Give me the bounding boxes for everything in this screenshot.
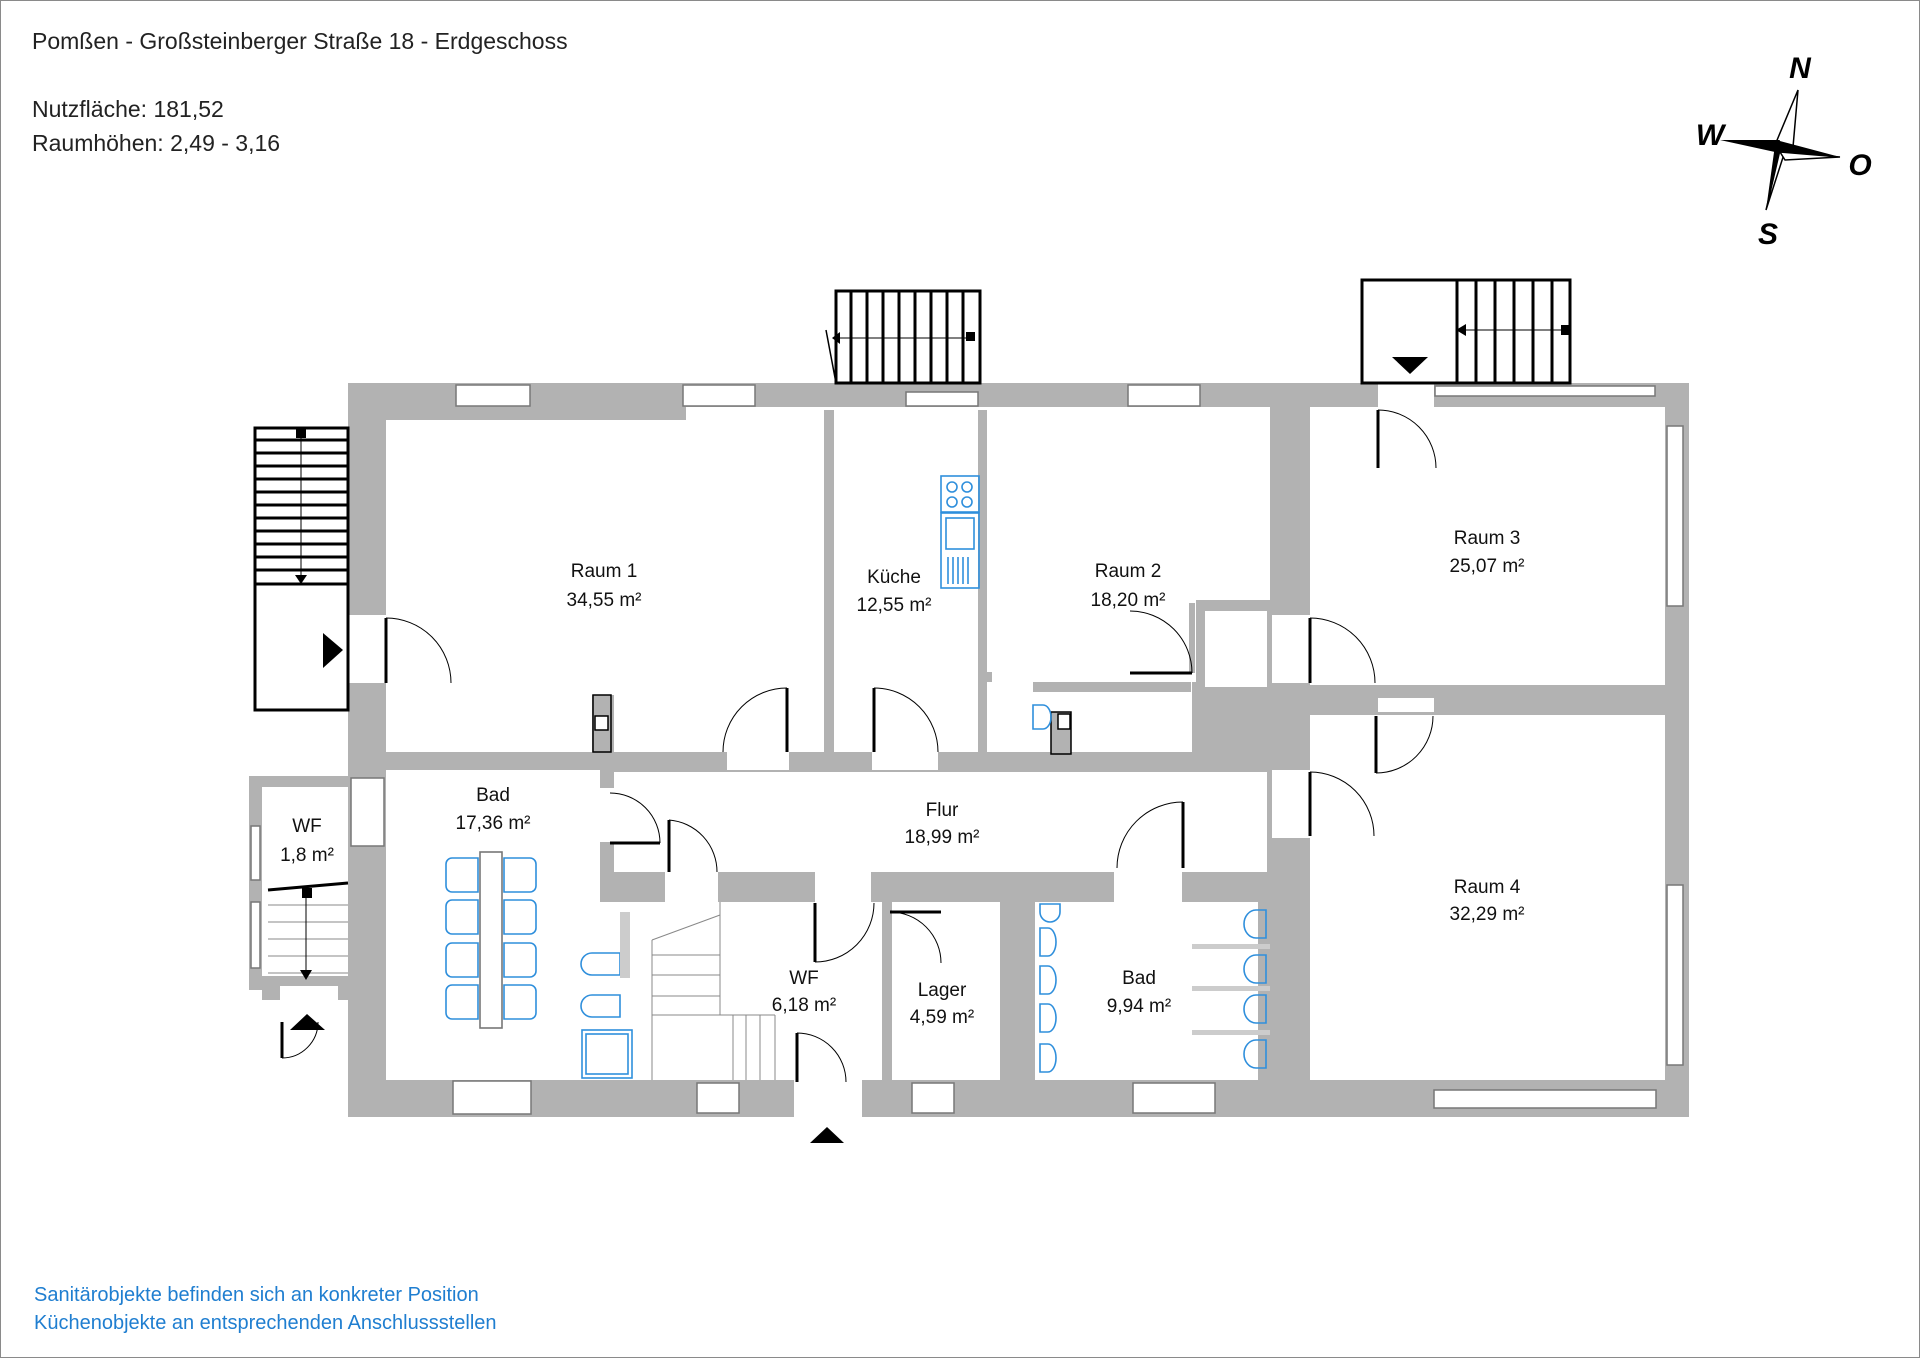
room-name-bad2: Bad [1122,968,1156,989]
room-name-raum4: Raum 4 [1454,877,1521,898]
door-swings [281,409,1437,1083]
room-area-flur: 18,99 m² [905,827,980,848]
west-label: W [1696,119,1727,152]
sanitary-note: Sanitärobjekte befinden sich an konkrete… [34,1284,479,1306]
entrance-arrow [810,1127,844,1143]
room-name-kueche: Küche [867,567,921,588]
plan-title: Pomßen - Großsteinberger Straße 18 - Erd… [32,28,568,54]
urinal-partitions [1192,944,1270,1035]
stairs-top-center [825,289,982,385]
bath1-fixtures [445,851,633,1079]
room-name-wf1: WF [292,816,322,837]
room-area-raum3: 25,07 m² [1450,556,1525,577]
stairs-wf-annex [267,881,349,974]
windows [250,384,1684,1115]
room-name-raum2: Raum 2 [1095,561,1162,582]
room-area-bad2: 9,94 m² [1107,996,1171,1017]
kitchen-fixtures [940,475,980,589]
room-area-wf2: 6,18 m² [772,995,836,1016]
stairs-wf-inner [651,902,776,1080]
room-labels: Raum 1 34,55 m² Küche 12,55 m² Raum 2 18… [280,528,1524,1028]
room-name-bad1: Bad [476,785,510,806]
bath2-fixtures [1032,704,1267,1073]
compass-rose: N S W O [1696,52,1872,251]
room-area-kueche: 12,55 m² [857,595,932,616]
room-area-raum1: 34,55 m² [567,590,642,611]
east-label: O [1848,149,1871,182]
room-area-lager: 4,59 m² [910,1007,974,1028]
room-area-bad1: 17,36 m² [456,813,531,834]
room-name-raum1: Raum 1 [571,561,638,582]
south-label: S [1758,218,1778,251]
room-heights: Raumhöhen: 2,49 - 3,16 [32,130,281,156]
room-name-raum3: Raum 3 [1454,528,1521,549]
room-area-raum2: 18,20 m² [1091,590,1166,611]
room-area-raum4: 32,29 m² [1450,904,1525,925]
doors [280,410,1380,1082]
room-name-lager: Lager [918,980,967,1001]
room-name-wf2: WF [789,968,819,989]
room-area-wf1: 1,8 m² [280,845,334,866]
room-name-flur: Flur [926,800,959,821]
stairs-left [253,426,350,712]
north-label: N [1789,52,1812,85]
kitchen-note: Küchenobjekte an entsprechenden Anschlus… [34,1312,497,1334]
usable-area: Nutzfläche: 181,52 [32,96,224,122]
